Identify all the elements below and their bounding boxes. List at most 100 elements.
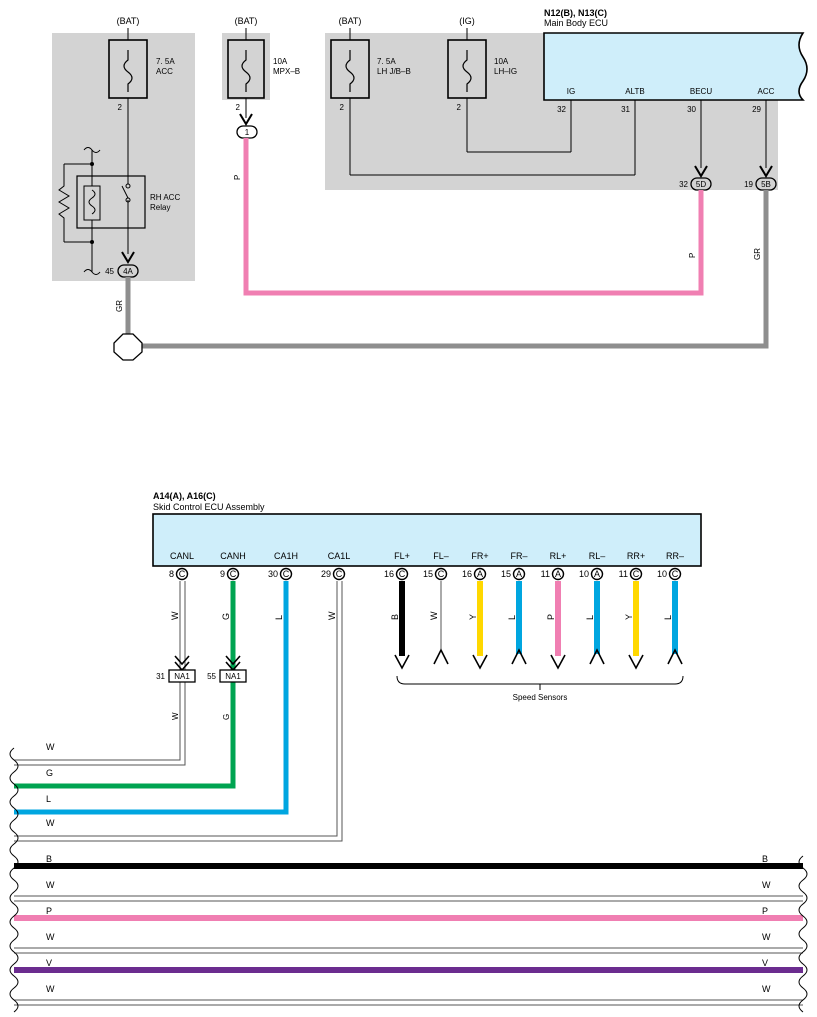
terminal-name: RL– — [589, 551, 606, 561]
terminal-name: RR– — [666, 551, 684, 561]
terminal-connector — [279, 567, 293, 581]
terminal-wire-color: L — [274, 615, 284, 620]
bus-left-color: W — [46, 984, 55, 994]
terminal-wire-color: W — [327, 611, 337, 620]
bus-left-color: W — [46, 742, 55, 752]
terminal-conn: C — [179, 569, 186, 579]
terminal-wire-color: L — [585, 615, 595, 620]
svg-text:30: 30 — [687, 105, 696, 114]
terminal-wire-color: L — [507, 615, 517, 620]
speed-sensor-wire-FL– — [433, 581, 449, 665]
bus-line-3: W — [46, 818, 55, 828]
bus-left-color: B — [46, 854, 52, 864]
svg-text:MPX–B: MPX–B — [273, 67, 300, 76]
rh-acc-relay: RH ACC Relay — [58, 98, 180, 275]
junction-na1-canh: NA1 55 G — [207, 655, 247, 720]
svg-text:IG: IG — [567, 87, 575, 96]
arrow-down-icon — [550, 654, 566, 670]
svg-text:5B: 5B — [761, 180, 771, 189]
speed-sensor-wires — [394, 581, 683, 670]
svg-text:NA1: NA1 — [225, 672, 241, 681]
bus-left-color: G — [46, 768, 53, 778]
terminal-pin: 16 — [462, 569, 472, 579]
svg-text:4A: 4A — [123, 267, 133, 276]
terminal-name: FR+ — [471, 551, 488, 561]
wire-gr-acc — [125, 190, 769, 349]
terminal-connector — [434, 567, 448, 581]
connector-1: 1 — [236, 98, 258, 139]
bus-right-color: V — [762, 958, 768, 968]
svg-text:P: P — [233, 175, 242, 180]
wire-ca1l-w — [14, 581, 338, 837]
terminal-wire-color: L — [663, 615, 673, 620]
svg-text:Relay: Relay — [150, 203, 170, 212]
svg-text:N12(B), N13(C): N12(B), N13(C) — [544, 8, 607, 18]
svg-text:LH–IG: LH–IG — [494, 67, 517, 76]
skid-ecu-code: A14(A), A16(C) — [153, 491, 216, 501]
skid-control-ecu — [152, 513, 702, 567]
wire-ca1h-l — [14, 581, 289, 815]
terminal-connector — [668, 567, 682, 581]
svg-text:2: 2 — [457, 103, 462, 112]
terminal-connector — [175, 567, 189, 581]
speed-sensor-wire-RR+ — [628, 581, 644, 670]
terminal-pin: 10 — [579, 569, 589, 579]
terminal-2: CA1H C 30L — [268, 551, 298, 620]
bus-right-color: P — [762, 906, 768, 916]
terminal-name: CANL — [170, 551, 194, 561]
terminal-name: RR+ — [627, 551, 645, 561]
terminal-pin: 15 — [423, 569, 433, 579]
bus-line-1: G — [46, 768, 53, 778]
svg-text:45: 45 — [105, 267, 114, 276]
bat-label-1: (BAT) — [117, 16, 140, 26]
svg-text:BECU: BECU — [690, 87, 712, 96]
svg-text:Main Body ECU: Main Body ECU — [544, 18, 608, 28]
svg-text:RH ACC: RH ACC — [150, 193, 180, 202]
svg-text:32: 32 — [557, 105, 566, 114]
terminal-connector — [551, 567, 565, 581]
svg-text:LH J/B–B: LH J/B–B — [377, 67, 411, 76]
terminal-name: RL+ — [550, 551, 567, 561]
terminal-pin: 15 — [501, 569, 511, 579]
svg-text:2: 2 — [118, 103, 123, 112]
svg-text:P: P — [688, 253, 697, 258]
terminal-pin: 29 — [321, 569, 331, 579]
speed-sensor-wire-FR+ — [472, 581, 488, 670]
svg-text:10A: 10A — [494, 57, 509, 66]
bus-right-color: W — [762, 932, 771, 942]
terminal-pin: 30 — [268, 569, 278, 579]
skid-ecu-terminals: CANLC8WCANHC9GCA1HC30LCA1LC29WFL+C16BFL–… — [169, 551, 684, 620]
terminal-conn: C — [672, 569, 679, 579]
terminal-conn: C — [283, 569, 290, 579]
svg-text:32: 32 — [679, 180, 688, 189]
svg-text:W: W — [171, 712, 180, 720]
page-break-left — [9, 747, 19, 1013]
speed-sensor-wire-FR– — [511, 581, 527, 665]
terminal-wire-color: B — [390, 614, 400, 620]
bus-line-0: W — [46, 742, 55, 752]
terminal-conn: A — [477, 569, 483, 579]
ig-label: (IG) — [459, 16, 475, 26]
svg-text:2: 2 — [236, 103, 241, 112]
fuse-icon — [241, 50, 251, 92]
svg-text:GR: GR — [753, 248, 762, 260]
speed-sensor-wire-RL– — [589, 581, 605, 665]
wire-canl-w — [14, 581, 181, 761]
junction-na1-canl: NA1 31 W — [156, 655, 196, 720]
arrow-up-icon — [433, 648, 449, 665]
terminal-name: CA1H — [274, 551, 298, 561]
svg-text:ALTB: ALTB — [625, 87, 644, 96]
